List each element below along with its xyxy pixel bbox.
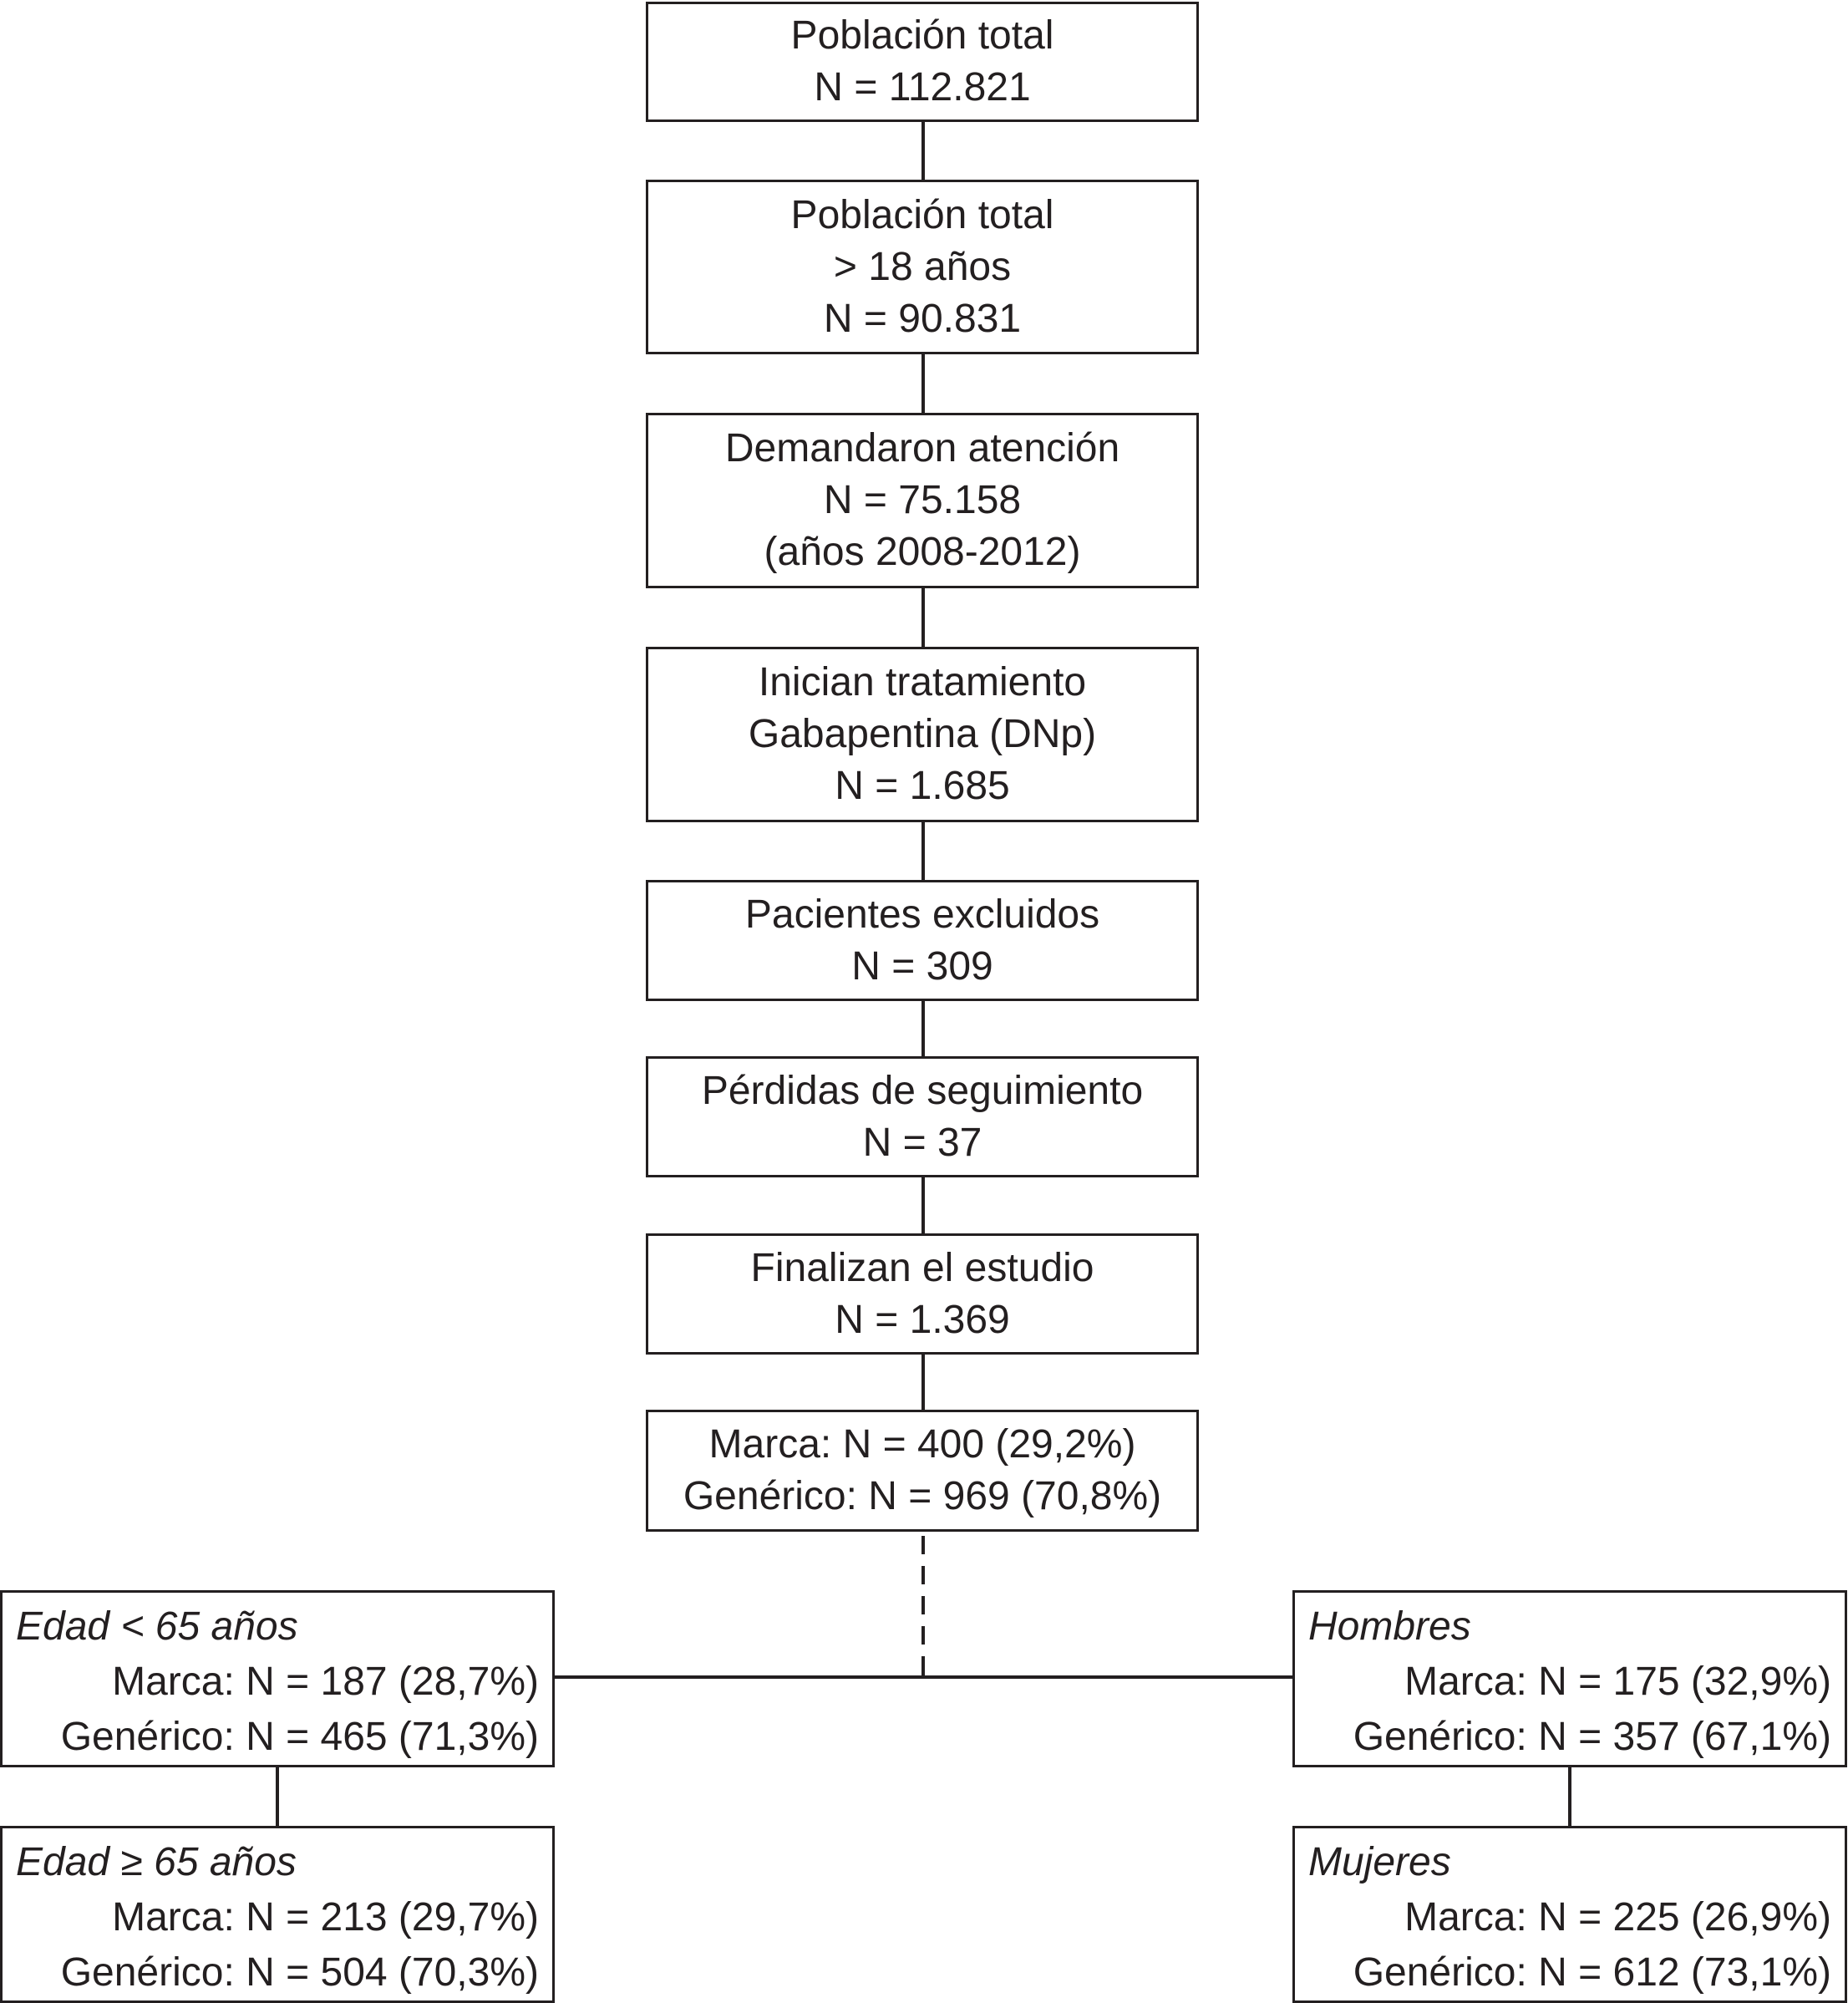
- connector-line: [921, 1001, 925, 1056]
- connector-line: [1568, 1767, 1571, 1826]
- box-count: N = 90.831: [823, 296, 1022, 341]
- subgroup-generico: Genérico: N = 357 (67,1%): [1353, 1715, 1831, 1759]
- box-label: Pacientes excluidos: [744, 892, 1100, 937]
- box-demandaron-atencion: Demandaron atención N = 75.158 (años 200…: [646, 413, 1199, 588]
- box-count: N = 112.821: [814, 65, 1031, 109]
- box-sublabel: > 18 años: [833, 244, 1012, 289]
- dashed-connector-segment: [921, 1536, 925, 1554]
- subgroup-title: Hombres: [1308, 1604, 1471, 1649]
- box-label: Población total: [790, 192, 1054, 237]
- box-mujeres: Mujeres Marca: N = 225 (26,9%) Genérico:…: [1292, 1826, 1847, 2003]
- subgroup-generico: Genérico: N = 504 (70,3%): [60, 1950, 539, 1995]
- connector-line: [921, 1355, 925, 1410]
- box-label: Finalizan el estudio: [750, 1245, 1094, 1290]
- dashed-connector-segment: [921, 1566, 925, 1584]
- box-label: Inician tratamiento: [758, 660, 1087, 704]
- box-poblacion-total: Población total N = 112.821: [646, 2, 1199, 122]
- subgroup-marca: Marca: N = 213 (29,7%): [112, 1895, 539, 1939]
- split-connector-line: [555, 1675, 1295, 1679]
- box-period: (años 2008-2012): [764, 530, 1081, 574]
- connector-line: [921, 122, 925, 180]
- subgroup-title: Edad < 65 años: [16, 1604, 298, 1649]
- connector-line: [276, 1767, 279, 1826]
- box-generico: Genérico: N = 969 (70,8%): [683, 1474, 1162, 1518]
- box-label: Población total: [790, 13, 1054, 58]
- box-count: N = 1.685: [835, 764, 1010, 808]
- box-edad-mayor-igual-65: Edad ≥ 65 años Marca: N = 213 (29,7%) Ge…: [0, 1826, 555, 2003]
- dashed-connector-segment: [921, 1596, 925, 1614]
- box-perdidas-seguimiento: Pérdidas de seguimiento N = 37: [646, 1056, 1199, 1177]
- subgroup-marca: Marca: N = 225 (26,9%): [1404, 1895, 1831, 1939]
- subgroup-marca: Marca: N = 175 (32,9%): [1404, 1660, 1831, 1704]
- box-inician-tratamiento: Inician tratamiento Gabapentina (DNp) N …: [646, 647, 1199, 822]
- box-hombres: Hombres Marca: N = 175 (32,9%) Genérico:…: [1292, 1590, 1847, 1767]
- box-poblacion-mayor-18: Población total > 18 años N = 90.831: [646, 180, 1199, 354]
- dashed-connector-segment: [921, 1656, 925, 1677]
- connector-line: [921, 588, 925, 647]
- subgroup-marca: Marca: N = 187 (28,7%): [112, 1660, 539, 1704]
- box-marca: Marca: N = 400 (29,2%): [708, 1422, 1136, 1467]
- connector-line: [921, 354, 925, 413]
- box-count: N = 37: [862, 1120, 982, 1165]
- connector-line: [921, 1177, 925, 1233]
- subgroup-generico: Genérico: N = 612 (73,1%): [1353, 1950, 1831, 1995]
- subgroup-generico: Genérico: N = 465 (71,3%): [60, 1715, 539, 1759]
- dashed-connector-segment: [921, 1626, 925, 1645]
- box-marca-generico: Marca: N = 400 (29,2%) Genérico: N = 969…: [646, 1410, 1199, 1532]
- box-sublabel: Gabapentina (DNp): [748, 712, 1097, 756]
- subgroup-title: Mujeres: [1308, 1840, 1451, 1884]
- subgroup-title: Edad ≥ 65 años: [16, 1840, 297, 1884]
- box-finalizan-estudio: Finalizan el estudio N = 1.369: [646, 1233, 1199, 1355]
- box-count: N = 75.158: [823, 478, 1022, 522]
- box-pacientes-excluidos: Pacientes excluidos N = 309: [646, 880, 1199, 1001]
- box-label: Demandaron atención: [724, 426, 1120, 470]
- connector-line: [921, 822, 925, 880]
- box-count: N = 1.369: [835, 1297, 1010, 1342]
- box-edad-menor-65: Edad < 65 años Marca: N = 187 (28,7%) Ge…: [0, 1590, 555, 1767]
- box-label: Pérdidas de seguimiento: [701, 1068, 1144, 1113]
- box-count: N = 309: [851, 943, 993, 989]
